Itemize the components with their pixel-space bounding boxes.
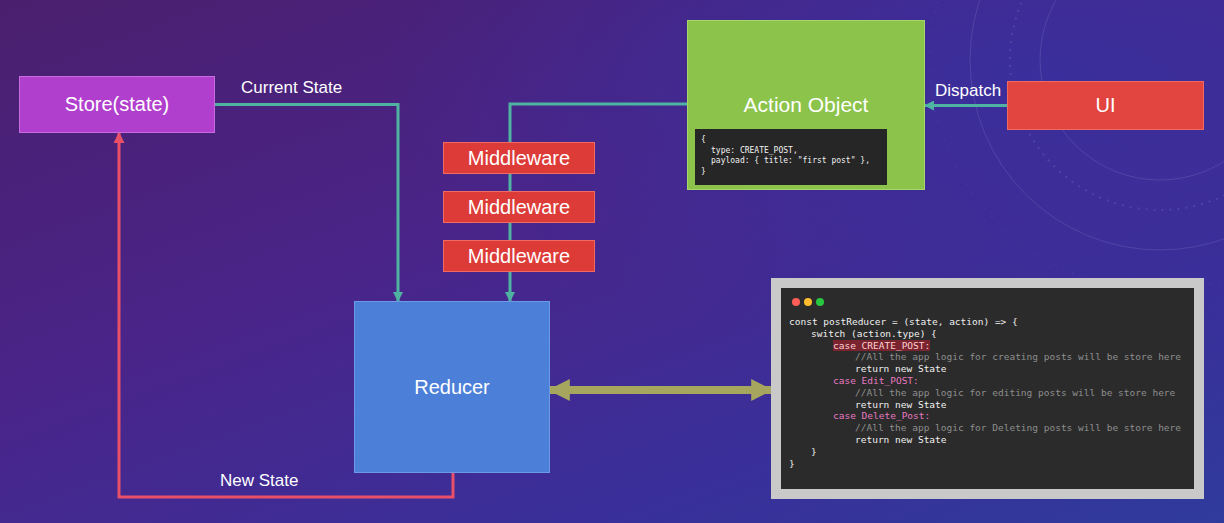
connector — [925, 104, 1007, 107]
store-box: Store(state) — [19, 76, 215, 133]
node-label: Store(state) — [65, 93, 169, 116]
connector — [215, 105, 398, 302]
code-line: //All the app logic for creating posts w… — [855, 351, 1181, 363]
connector — [509, 223, 512, 240]
window-dot — [804, 298, 812, 306]
middleware-box: Middleware — [443, 191, 595, 223]
code-line: payload: { title: "first post" }, — [711, 156, 870, 167]
node-label: Middleware — [468, 245, 570, 268]
middleware-box: Middleware — [443, 240, 595, 272]
code-line: return new State — [855, 363, 947, 375]
edge-label: Dispatch — [935, 81, 1001, 101]
node-label: Reducer — [414, 376, 490, 399]
code-line: case Delete_Post: — [833, 410, 930, 422]
code-line: type: CREATE_POST, — [711, 146, 798, 157]
connector — [510, 104, 687, 142]
ui-box: UI — [1007, 81, 1204, 130]
code-line: case Edit_POST: — [833, 375, 919, 387]
code-line: return new State — [855, 399, 947, 411]
code-line: const postReducer = (state, action) => { — [789, 316, 1018, 328]
connector — [509, 174, 512, 191]
edge-label: Current State — [241, 78, 342, 98]
connector — [550, 386, 771, 394]
code-line: { — [701, 135, 706, 146]
node-label: Middleware — [468, 196, 570, 219]
gauge-rings — [930, 0, 1224, 290]
reducer-box: Reducer — [354, 301, 550, 473]
connector — [509, 272, 512, 301]
code-line: //All the app logic for Deleting posts w… — [855, 422, 1181, 434]
code-line: switch (action.type) { — [811, 328, 937, 340]
code-window: const postReducer = (state, action) => {… — [771, 278, 1204, 499]
window-dot — [816, 298, 824, 306]
code-line: } — [789, 458, 795, 470]
code-line: } — [811, 446, 817, 458]
code-line: case CREATE_POST: — [833, 340, 930, 352]
edge-label: New State — [220, 471, 298, 491]
node-label: UI — [1096, 94, 1116, 117]
code-line: return new State — [855, 434, 947, 446]
action-box: Action Object { type: CREATE_POST,payload:… — [687, 20, 925, 190]
node-label: Middleware — [468, 147, 570, 170]
node-label: Action Object — [688, 93, 924, 117]
code-line: } — [701, 167, 706, 178]
code-line: //All the app logic for editing posts wi… — [855, 387, 1175, 399]
middleware-box: Middleware — [443, 142, 595, 174]
code-snippet: { type: CREATE_POST,payload: { title: "fi… — [695, 129, 887, 185]
window-dot — [792, 298, 800, 306]
